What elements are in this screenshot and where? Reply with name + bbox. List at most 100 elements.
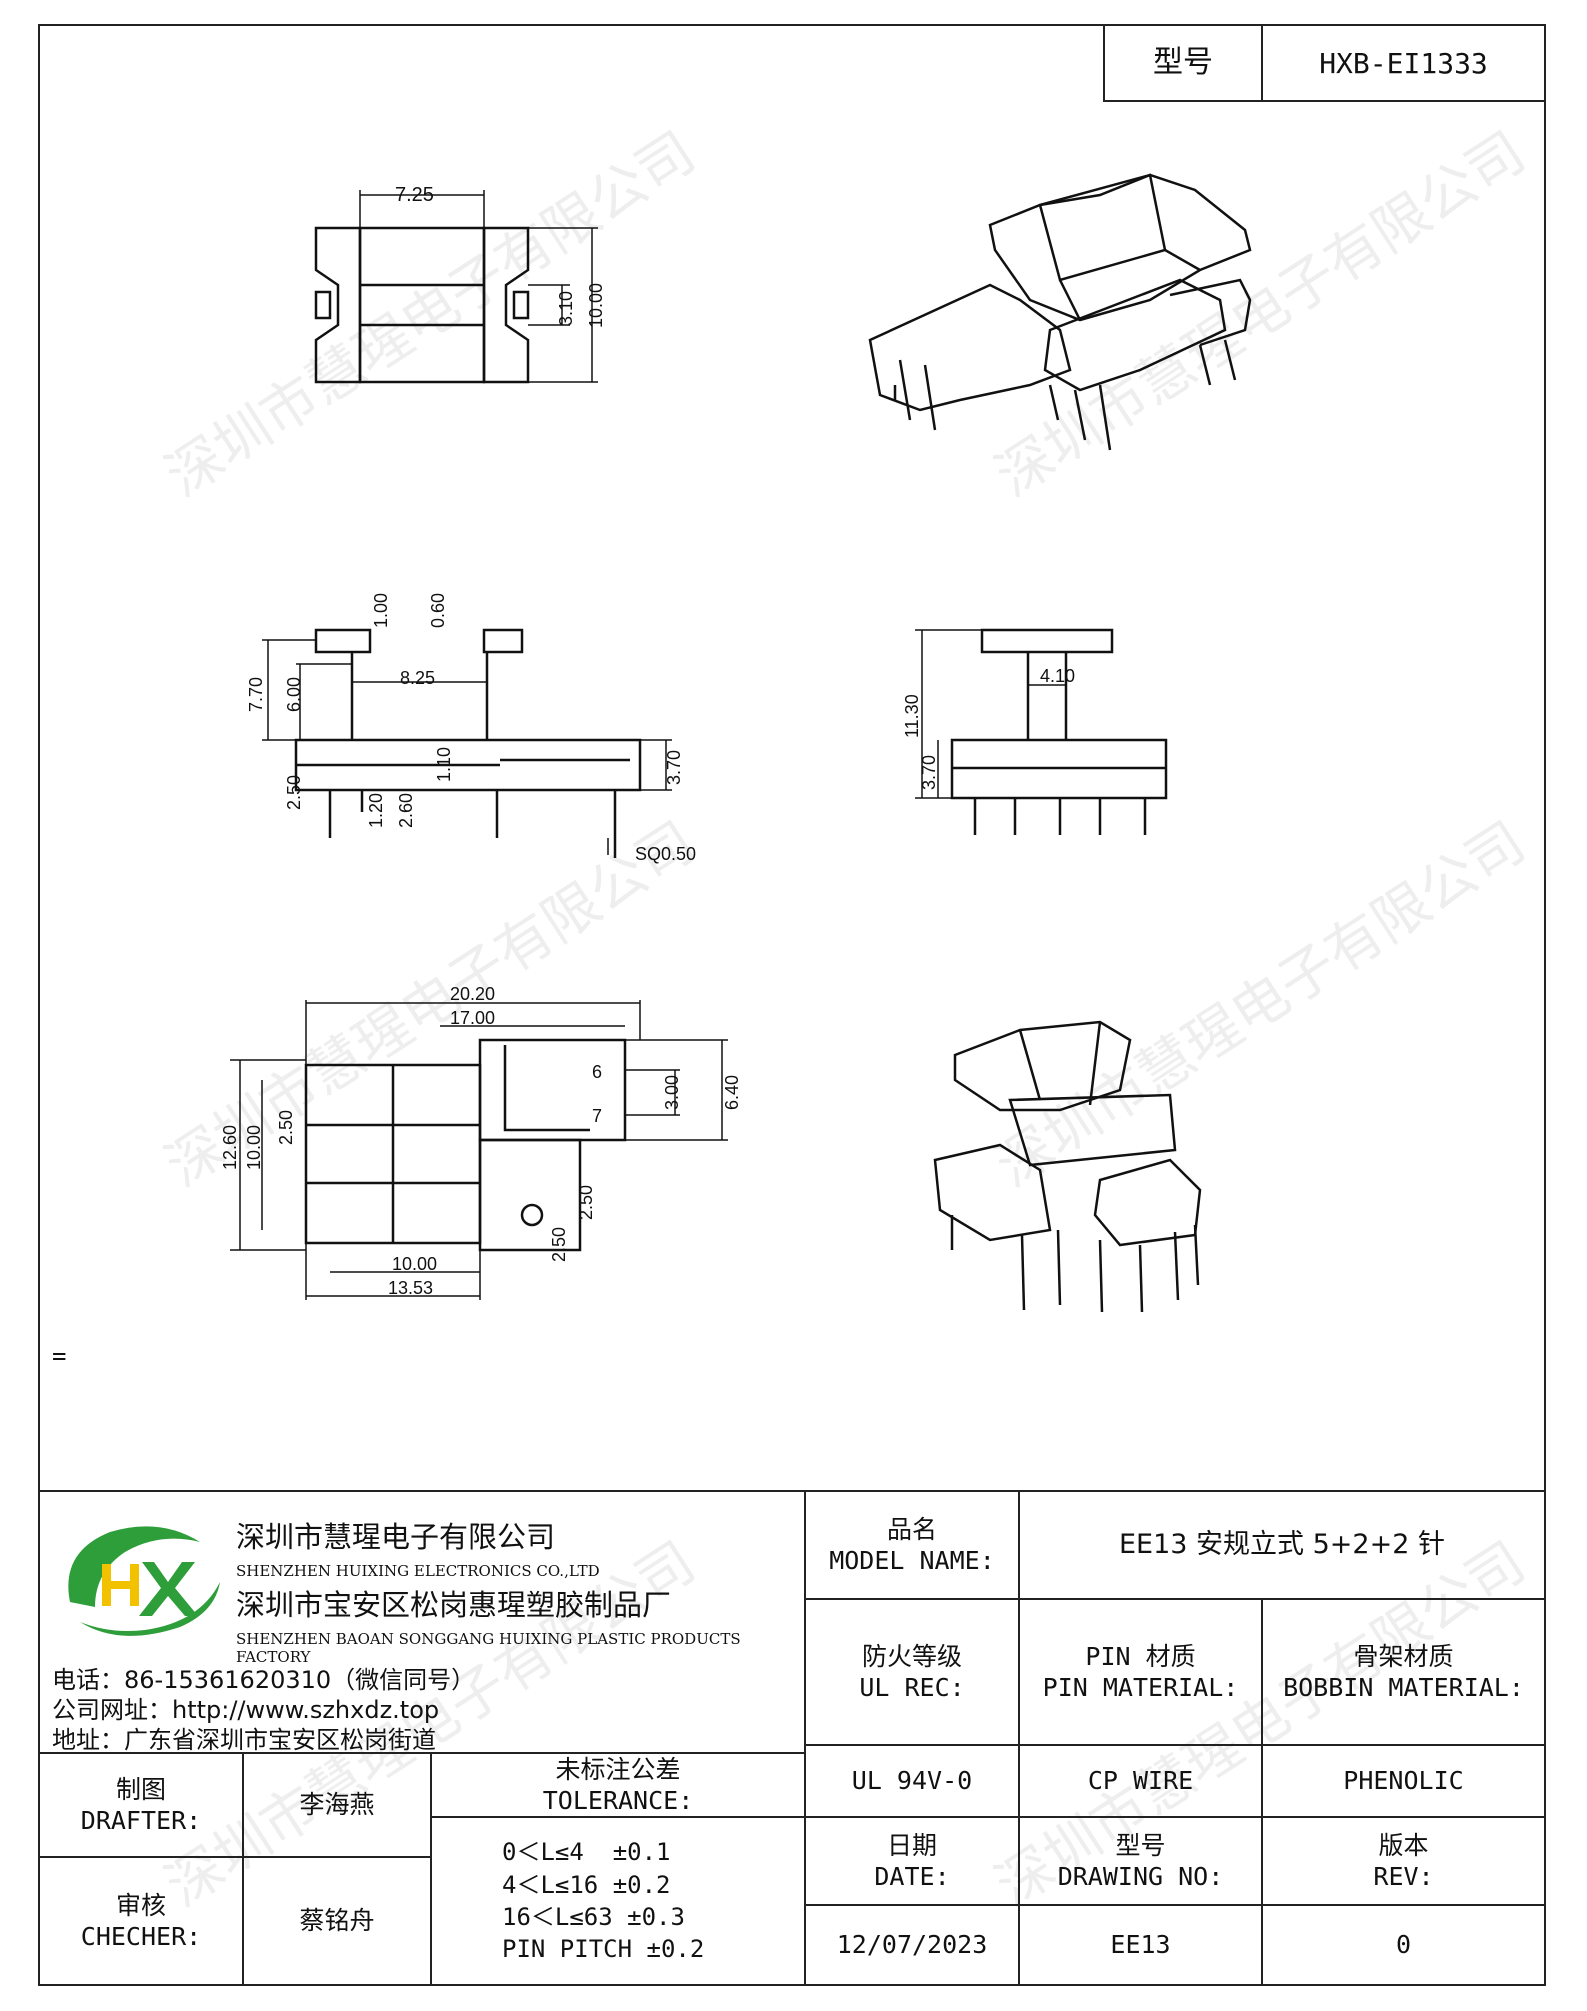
drafter-value-cell: 李海燕 — [242, 1752, 432, 1858]
pin-material-label-cell: PIN 材质 PIN MATERIAL: — [1018, 1598, 1263, 1746]
technical-drawing: 7.25 3.10 10.00 — [220, 173, 1252, 1313]
dim-label: 0.60 — [428, 593, 448, 628]
dim-label: 3.70 — [919, 755, 939, 790]
drafter-value: 李海燕 — [299, 1790, 375, 1820]
drawing-no-value-cell: EE13 — [1018, 1904, 1263, 1986]
dim-label: 3.10 — [556, 291, 576, 326]
dim-label: 1.20 — [366, 793, 386, 828]
dim-label: 2.50 — [276, 1110, 296, 1145]
front-view: 1.00 0.60 8.25 7.70 6.00 2.50 1.20 2.60 … — [246, 593, 696, 864]
dim-label: 6.00 — [284, 677, 304, 712]
dim-label: 2.50 — [549, 1227, 569, 1262]
ul-value: UL 94V-0 — [851, 1766, 973, 1796]
header-model-value: HXB-EI1333 — [1319, 46, 1488, 80]
bobbin-material-value: PHENOLIC — [1343, 1766, 1464, 1796]
pin-material-label-cn: PIN 材质 — [1085, 1641, 1196, 1671]
model-name-value-cell: EE13 安规立式 5+2+2 针 — [1018, 1490, 1546, 1600]
checker-label-cn: 审核 — [115, 1890, 166, 1920]
dim-label: 1.10 — [434, 747, 454, 782]
drafter-label-cn: 制图 — [115, 1774, 166, 1804]
tolerance-values-cell: 0＜L≤4 ±0.1 4＜L≤16 ±0.2 16＜L≤63 ±0.3 PIN … — [430, 1816, 806, 1986]
stray-mark: = — [52, 1342, 67, 1370]
dim-label: 6.40 — [722, 1075, 742, 1110]
ul-label-cell: 防火等级 UL REC: — [804, 1598, 1020, 1746]
drawing-no-label-cn: 型号 — [1115, 1830, 1166, 1860]
ul-label-en: UL REC: — [859, 1673, 965, 1702]
pin-material-value-cell: CP WIRE — [1018, 1744, 1263, 1818]
dim-label: 1.00 — [371, 593, 391, 628]
checker-label-en: CHECHER: — [80, 1922, 202, 1951]
pin-material-value: CP WIRE — [1087, 1766, 1194, 1796]
checker-value-cell: 蔡铭舟 — [242, 1856, 432, 1986]
ul-label-cn: 防火等级 — [861, 1641, 962, 1671]
dim-label: 4.10 — [1040, 666, 1075, 686]
tolerance-line: PIN PITCH ±0.2 — [502, 1935, 705, 1964]
dim-label: 12.60 — [220, 1125, 240, 1170]
rev-value-cell: 0 — [1261, 1904, 1546, 1986]
rev-label-cn: 版本 — [1378, 1830, 1429, 1860]
company-logo — [68, 1526, 220, 1636]
date-value-cell: 12/07/2023 — [804, 1904, 1020, 1986]
dim-label: 2.50 — [576, 1185, 596, 1220]
factory-name-cn: 深圳市宝安区松岗惠瑆塑胶制品厂 — [236, 1588, 672, 1622]
model-name-label-cell: 品名 MODEL NAME: — [804, 1490, 1020, 1600]
tolerance-line: 4＜L≤16 ±0.2 — [502, 1870, 671, 1899]
tolerance-label-en: TOLERANCE: — [542, 1786, 694, 1815]
header-model-value-cell: HXB-EI1333 — [1261, 24, 1546, 102]
company-name-cn: 深圳市慧瑆电子有限公司 — [236, 1520, 556, 1554]
dim-label: 11.30 — [902, 694, 922, 738]
dim-label: 2.60 — [396, 793, 416, 828]
company-phone: 电话：86-15361620310（微信同号） — [52, 1666, 476, 1694]
tolerance-line: 16＜L≤63 ±0.3 — [502, 1903, 685, 1931]
dim-label: 2.50 — [284, 775, 304, 810]
dim-label: 17.00 — [450, 1008, 495, 1028]
dim-label: 10.00 — [586, 283, 606, 328]
model-name-label-en: MODEL NAME: — [829, 1546, 995, 1575]
dim-label: 10.00 — [392, 1254, 437, 1274]
dim-label: 3.70 — [664, 750, 684, 785]
dim-label: 8.25 — [400, 668, 435, 688]
drawing-no-label-en: DRAWING NO: — [1057, 1862, 1224, 1891]
dim-label: 10.00 — [244, 1125, 264, 1170]
dim-label: SQ0.50 — [635, 844, 696, 864]
tolerance-line: 0＜L≤4 ±0.1 — [502, 1838, 671, 1867]
rev-label-cell: 版本 REV: — [1261, 1816, 1546, 1906]
date-label-cell: 日期 DATE: — [804, 1816, 1020, 1906]
drawing-no-value: EE13 — [1110, 1930, 1171, 1960]
dim-label: 20.20 — [450, 984, 495, 1004]
dim-label: 3.00 — [662, 1075, 682, 1110]
company-address: 地址：广东省深圳市宝安区松岗街道 — [52, 1726, 436, 1754]
drawing-no-label-cell: 型号 DRAWING NO: — [1018, 1816, 1263, 1906]
dim-label: 6 — [592, 1062, 602, 1082]
bobbin-material-label-cn: 骨架材质 — [1353, 1641, 1454, 1671]
factory-name-en: SHENZHEN BAOAN SONGGANG HUIXING PLASTIC … — [236, 1630, 741, 1666]
dim-label: 7 — [592, 1106, 602, 1126]
bobbin-material-value-cell: PHENOLIC — [1261, 1744, 1546, 1818]
model-name-value: EE13 安规立式 5+2+2 针 — [1118, 1529, 1445, 1561]
drafter-label-cell: 制图 DRAFTER: — [38, 1752, 244, 1858]
date-label-cn: 日期 — [886, 1830, 937, 1860]
date-value: 12/07/2023 — [836, 1930, 988, 1960]
tolerance-label-cell: 未标注公差 TOLERANCE: — [430, 1752, 806, 1818]
dim-label: 7.70 — [246, 677, 266, 712]
rev-value: 0 — [1395, 1930, 1412, 1960]
tolerance-label-cn: 未标注公差 — [555, 1754, 681, 1784]
ul-value-cell: UL 94V-0 — [804, 1744, 1020, 1818]
checker-label-cell: 审核 CHECHER: — [38, 1856, 244, 1986]
dim-label: 13.53 — [388, 1278, 433, 1298]
date-label-en: DATE: — [874, 1862, 950, 1891]
checker-value: 蔡铭舟 — [299, 1906, 375, 1936]
model-name-label-cn: 品名 — [886, 1514, 937, 1544]
rev-label-en: REV: — [1373, 1862, 1434, 1891]
bottom-view: 20.20 17.00 6 7 3.00 6.40 12.60 10.00 2.… — [220, 984, 742, 1300]
bobbin-material-label-cell: 骨架材质 BOBBIN MATERIAL: — [1261, 1598, 1546, 1746]
header-model-label-cell: 型号 — [1103, 24, 1263, 102]
company-website: 公司网址：http://www.szhxdz.top — [52, 1696, 440, 1724]
header-model-label: 型号 — [1153, 45, 1213, 81]
drafter-label-en: DRAFTER: — [80, 1806, 202, 1835]
pin-material-label-en: PIN MATERIAL: — [1042, 1673, 1239, 1702]
iso-view-top — [868, 173, 1252, 451]
iso-view-bottom — [933, 1020, 1202, 1313]
dim-label: 7.25 — [395, 184, 434, 206]
top-view: 7.25 3.10 10.00 — [314, 184, 606, 384]
